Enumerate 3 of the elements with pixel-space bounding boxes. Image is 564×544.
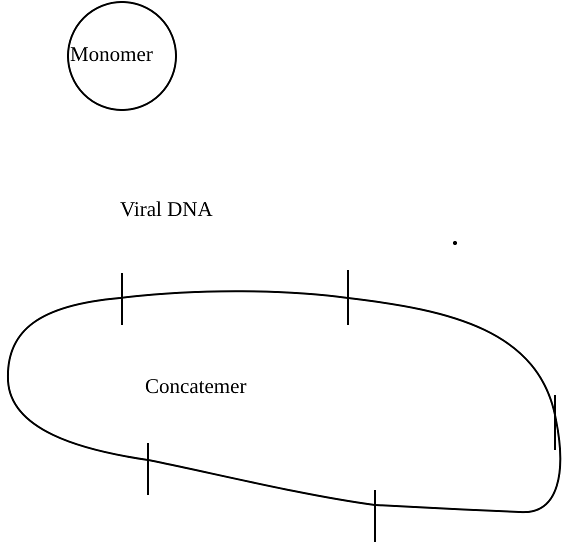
- node-label: Monomer: [70, 42, 153, 67]
- caption: Viral DNA: [120, 197, 213, 222]
- node-label: Concatemer: [145, 374, 246, 399]
